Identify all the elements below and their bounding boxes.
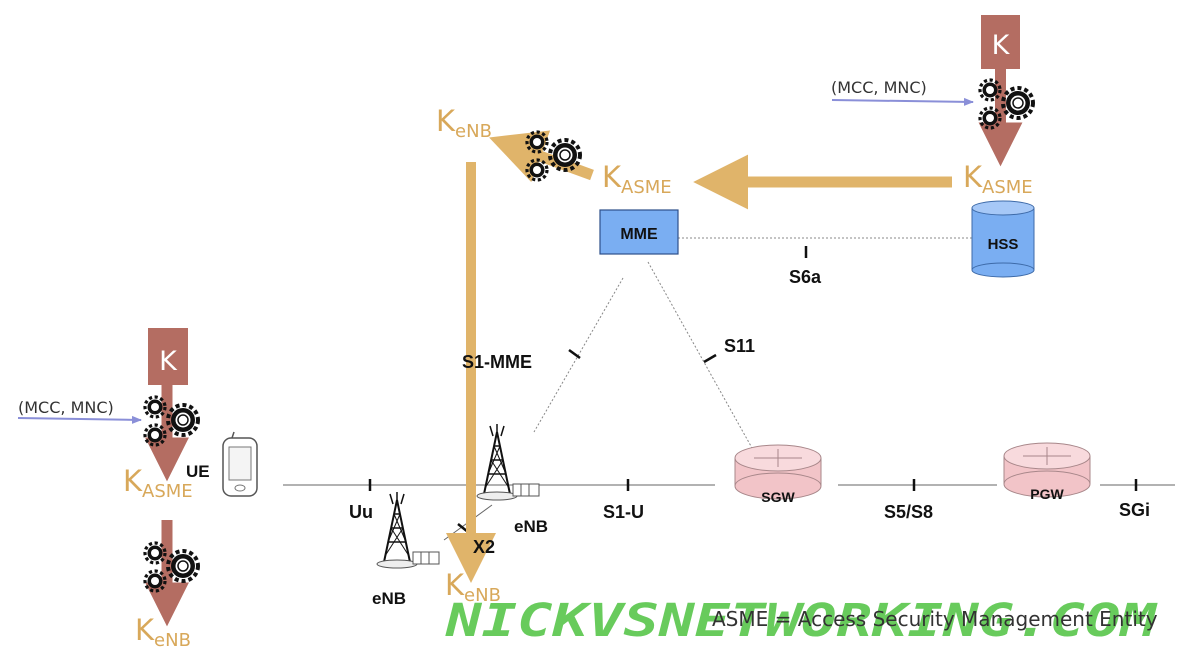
mcc-mnc-ue-label: (MCC, MNC) — [18, 398, 114, 417]
s6a-label: S6a — [789, 267, 822, 287]
hss-label: HSS — [988, 236, 1019, 253]
kasme-hss-label: KASME — [963, 160, 1033, 198]
kenb-bottom-label: KeNB — [445, 568, 501, 606]
hss-node: HSS — [971, 200, 1035, 278]
kasme-ue-label: KASME — [123, 464, 193, 502]
s1-mme-label: S1-MME — [462, 352, 532, 372]
k-ue-label: K — [159, 346, 178, 377]
ue-handset-icon — [222, 431, 258, 497]
enb-tower-center — [476, 423, 540, 501]
sgi-label: SGi — [1119, 500, 1150, 520]
s5-s8-label: S5/S8 — [884, 502, 933, 522]
mme-label: MME — [620, 226, 658, 243]
s1-mme-tick — [568, 348, 581, 360]
s1-u-label: S1-U — [603, 502, 644, 522]
uu-label: Uu — [349, 502, 373, 522]
s11-link — [647, 261, 753, 449]
mme-node: MME — [599, 209, 679, 255]
s11-label: S11 — [724, 336, 755, 356]
sgw-label: SGW — [761, 489, 795, 505]
mcc-mnc-arrow-ue — [17, 415, 142, 424]
mcc-mnc-arrow-hss — [831, 97, 974, 106]
s11-tick — [703, 353, 717, 364]
asme-legend: ASME = Access Security Management Entity — [712, 607, 1158, 631]
pgw-label: PGW — [1030, 486, 1064, 502]
kdf-gears-icon-hss — [980, 80, 1033, 128]
mcc-mnc-hss-label: (MCC, MNC) — [831, 78, 927, 97]
ue-label: UE — [186, 462, 210, 481]
k-hss-label: K — [992, 30, 1011, 61]
k-box-ue: K — [145, 328, 189, 482]
enb-center-label: eNB — [514, 517, 548, 536]
s1-mme-link — [533, 277, 624, 433]
watermark: NICKVSNETWORKING.COM — [445, 594, 1159, 647]
pgw-router: PGW — [1003, 442, 1091, 502]
sgw-router: SGW — [734, 444, 822, 505]
kasme-mme-label: KASME — [602, 160, 672, 198]
enb-left-label: eNB — [372, 589, 406, 608]
enb-tower-left — [376, 491, 440, 569]
kenb-ue-label: KeNB — [135, 613, 191, 651]
kenb-top-label: KeNB — [436, 104, 492, 142]
k-box-hss: K — [978, 15, 1023, 167]
x2-label: X2 — [473, 537, 495, 557]
